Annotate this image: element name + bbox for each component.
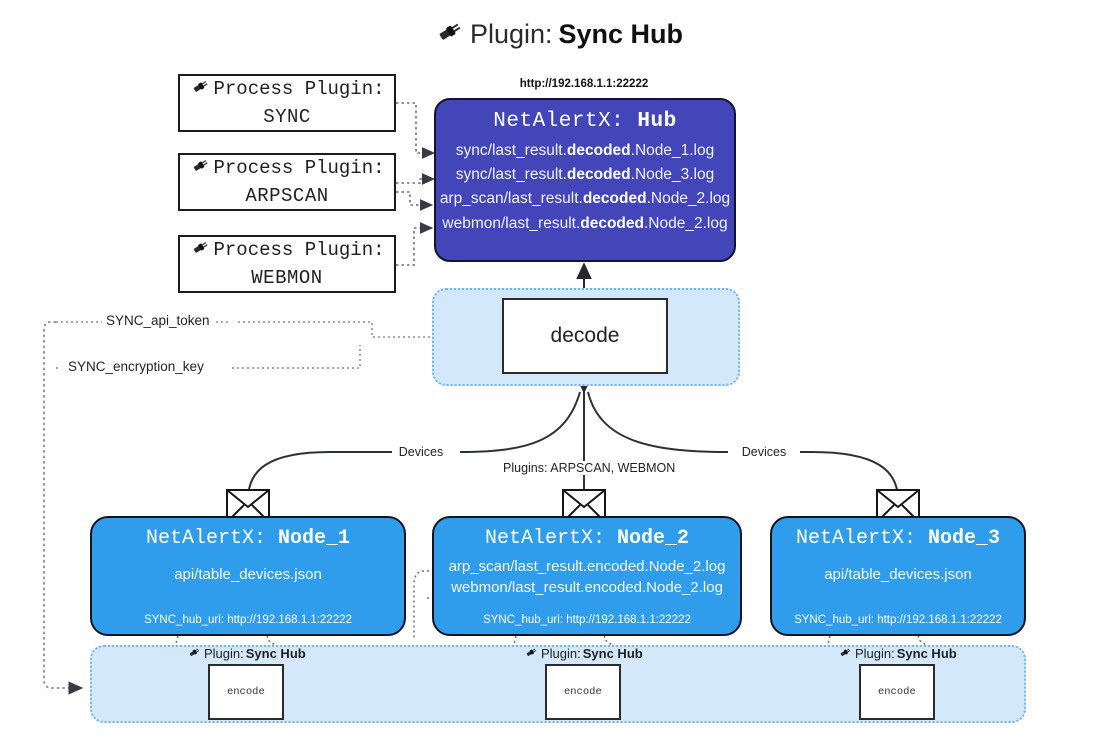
hub-node[interactable]: NetAlertX: Hub sync/last_result.decoded.…	[434, 98, 736, 262]
encoder-plugin-prefix: Plugin:	[204, 646, 244, 661]
process-plugin-name: WEBMON	[251, 266, 323, 289]
log-post: .Node_1.log	[630, 142, 715, 159]
node-hub-url: SYNC_hub_url: http://192.168.1.1:22222	[483, 614, 691, 626]
node-3[interactable]: NetAlertX: Node_3 api/table_devices.json…	[770, 516, 1026, 636]
encoder-plugin-name: Sync Hub	[245, 646, 306, 661]
log-post: .Node_3.log	[630, 166, 715, 184]
plug-icon	[523, 645, 539, 662]
log-em: decoded	[566, 142, 631, 159]
log-em: decoded	[566, 166, 631, 184]
hub-log-line: sync/last_result.decoded.Node_3.log	[456, 163, 714, 187]
page-title: Plugin: Sync Hub	[0, 16, 1117, 53]
node-app: NetAlertX:	[145, 527, 266, 550]
encoder-plugin-prefix: Plugin:	[855, 646, 895, 661]
encode-box[interactable]: encode	[544, 664, 621, 720]
hub-name: Hub	[637, 110, 677, 133]
node-app: NetAlertX:	[484, 527, 605, 550]
encoder-plugin-label: Plugin: Sync Hub	[837, 645, 957, 662]
process-plugin-sync[interactable]: Process Plugin: SYNC	[178, 74, 396, 132]
node-app: NetAlertX:	[795, 527, 916, 550]
hub-log-line: webmon/last_result.decoded.Node_2.log	[442, 212, 727, 236]
hub-url-label: http://192.168.1.1:22222	[519, 78, 649, 90]
plug-icon	[434, 16, 464, 53]
encoder-plugin-name: Sync Hub	[896, 646, 957, 661]
encoder-node-3[interactable]: Plugin: Sync Hub encode	[837, 645, 957, 720]
node-name: Node_1	[278, 527, 351, 550]
log-pre: sync/last_result.	[455, 142, 567, 159]
encoder-node-2[interactable]: Plugin: Sync Hub encode	[523, 645, 643, 720]
log-post: .Node_2.log	[643, 214, 728, 232]
node-line: webmon/last_result.encoded.Node_2.log	[451, 579, 723, 596]
process-plugin-label: Process Plugin:	[213, 78, 385, 101]
decode-box[interactable]: decode	[502, 298, 668, 374]
edge-label-devices-right: Devices	[735, 445, 793, 459]
node-title: NetAlertX: Node_2	[485, 527, 689, 550]
encode-box[interactable]: encode	[858, 664, 935, 720]
node-hub-url: SYNC_hub_url: http://192.168.1.1:22222	[794, 614, 1002, 626]
encoder-plugin-label: Plugin: Sync Hub	[186, 645, 306, 662]
sync-api-token-label: SYNC_api_token	[102, 313, 214, 328]
log-pre: webmon/last_result.	[442, 214, 581, 232]
process-plugin-label: Process Plugin:	[213, 157, 385, 180]
hub-log-line: arp_scan/last_result.decoded.Node_2.log	[440, 187, 730, 211]
node-line: arp_scan/last_result.encoded.Node_2.log	[448, 558, 726, 575]
node-title: NetAlertX: Node_1	[146, 527, 350, 550]
node-1[interactable]: NetAlertX: Node_1 api/table_devices.json…	[90, 516, 406, 636]
process-plugin-name: ARPSCAN	[245, 184, 329, 207]
log-pre: sync/last_result.	[455, 166, 567, 184]
edge-label-devices-left: Devices	[392, 445, 450, 459]
node-line: api/table_devices.json	[824, 566, 972, 583]
page-title-name: Sync Hub	[558, 19, 684, 49]
process-plugin-webmon[interactable]: Process Plugin: WEBMON	[178, 235, 396, 293]
page-title-prefix: Plugin:	[469, 19, 553, 49]
plug-icon	[189, 237, 211, 266]
hub-app: NetAlertX:	[493, 110, 625, 133]
encoder-plugin-name: Sync Hub	[582, 646, 643, 661]
log-pre: arp_scan/last_result.	[439, 190, 583, 208]
node-title: NetAlertX: Node_3	[796, 527, 1000, 550]
process-plugin-label: Process Plugin:	[213, 239, 385, 262]
node-2[interactable]: NetAlertX: Node_2 arp_scan/last_result.e…	[432, 516, 742, 636]
log-post: .Node_2.log	[646, 190, 731, 208]
encoder-plugin-label: Plugin: Sync Hub	[523, 645, 643, 662]
node-hub-url: SYNC_hub_url: http://192.168.1.1:22222	[144, 614, 352, 626]
node-name: Node_2	[617, 527, 690, 550]
node-line: api/table_devices.json	[174, 566, 322, 583]
node-name: Node_3	[928, 527, 1001, 550]
plug-icon	[186, 645, 202, 662]
encode-box[interactable]: encode	[207, 664, 284, 720]
hub-log-line: sync/last_result.decoded.Node_1.log	[456, 139, 714, 163]
encoder-plugin-prefix: Plugin:	[541, 646, 581, 661]
log-em: decoded	[582, 190, 647, 208]
process-plugin-name: SYNC	[263, 105, 311, 128]
sync-encryption-key-label: SYNC_encryption_key	[64, 359, 208, 374]
plug-icon	[189, 155, 211, 184]
process-plugin-arpscan[interactable]: Process Plugin: ARPSCAN	[178, 153, 396, 211]
hub-title: NetAlertX: Hub	[493, 110, 676, 133]
log-em: decoded	[580, 214, 644, 232]
plug-icon	[189, 76, 211, 105]
encoder-node-1[interactable]: Plugin: Sync Hub encode	[186, 645, 306, 720]
edge-label-plugins: Plugins: ARPSCAN, WEBMON	[500, 461, 675, 475]
plug-icon	[837, 645, 853, 662]
